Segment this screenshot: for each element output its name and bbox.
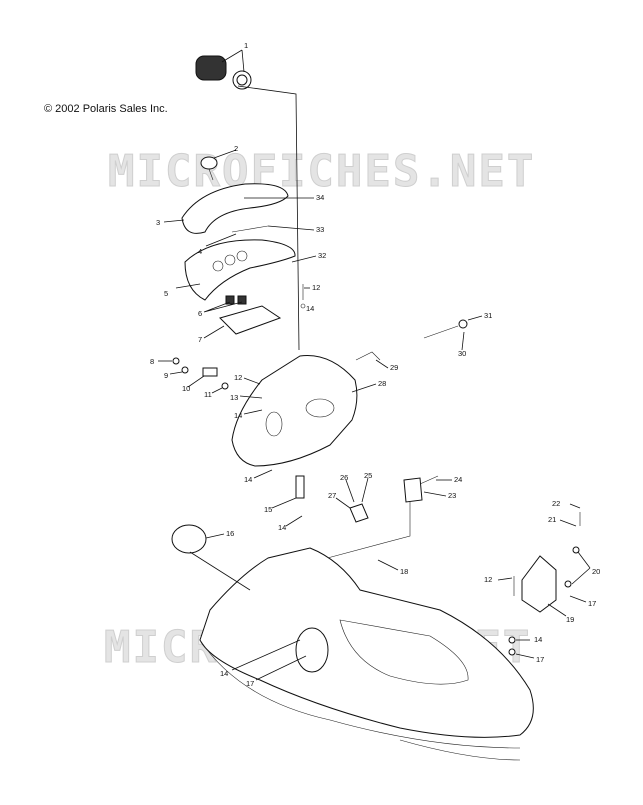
callout-2: 2	[234, 144, 238, 153]
callout-24: 24	[454, 475, 462, 484]
callout-34: 34	[316, 193, 324, 202]
callout-10: 10	[182, 384, 190, 393]
callout-14b: 14	[234, 411, 242, 420]
callout-3: 3	[156, 218, 160, 227]
cap-part	[195, 55, 252, 90]
callout-27: 27	[328, 491, 336, 500]
knob-part	[200, 156, 218, 181]
callout-7: 7	[198, 335, 202, 344]
callout-19: 19	[566, 615, 574, 624]
callout-12c: 12	[484, 575, 492, 584]
callout-32: 32	[318, 251, 326, 260]
hull-part	[199, 547, 534, 738]
callout-22: 22	[552, 499, 560, 508]
callout-30: 30	[458, 349, 466, 358]
callout-31: 31	[484, 311, 492, 320]
callout-25: 25	[364, 471, 372, 480]
callout-21: 21	[548, 515, 556, 524]
callout-5: 5	[164, 289, 168, 298]
leader-lines	[158, 49, 591, 681]
callout-12b: 12	[234, 373, 242, 382]
callout-16: 16	[226, 529, 234, 538]
decal-part	[171, 524, 207, 554]
callout-29: 29	[390, 363, 398, 372]
copyright-text: © 2002 Polaris Sales Inc.	[44, 103, 168, 115]
dial-face-part	[184, 239, 296, 301]
callout-14a: 14	[306, 304, 314, 313]
callout-6: 6	[198, 309, 202, 318]
callout-14f: 14	[220, 669, 228, 678]
callout-8: 8	[150, 357, 154, 366]
callout-12a: 12	[312, 283, 320, 292]
callout-18: 18	[400, 567, 408, 576]
callout-15: 15	[264, 505, 272, 514]
gasket-part	[219, 305, 282, 335]
cable-line	[237, 85, 300, 351]
callout-1: 1	[244, 41, 248, 50]
callout-14c: 14	[244, 475, 252, 484]
callout-17c: 17	[246, 679, 254, 688]
watermark-top: MICROFICHES.NET	[108, 146, 535, 197]
console-body-part	[231, 355, 358, 467]
callout-28: 28	[378, 379, 386, 388]
callout-26: 26	[340, 473, 348, 482]
callout-33: 33	[316, 225, 324, 234]
mount-bracket-part	[521, 555, 557, 613]
callout-14d: 14	[278, 523, 286, 532]
lid-part	[181, 183, 289, 234]
callout-11: 11	[204, 390, 212, 399]
callout-13: 13	[230, 393, 238, 402]
callout-20: 20	[592, 567, 600, 576]
callout-17a: 17	[588, 599, 596, 608]
callout-17b: 17	[536, 655, 544, 664]
callout-14e: 14	[534, 635, 542, 644]
callout-9: 9	[164, 371, 168, 380]
callout-4: 4	[198, 247, 202, 256]
callout-23: 23	[448, 491, 456, 500]
callout-labels: 1 2 3 34 4 33 32 5 12 14 6 7 31 30 8 9 1…	[150, 41, 600, 688]
rod-part	[231, 225, 269, 233]
